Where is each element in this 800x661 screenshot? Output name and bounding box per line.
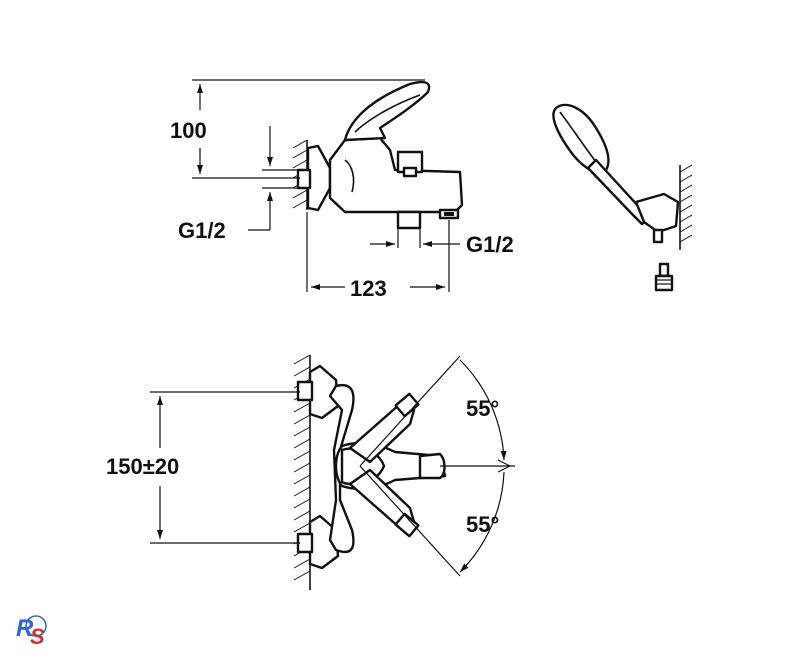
top-spout bbox=[418, 452, 446, 480]
top-connector-upper bbox=[296, 380, 314, 402]
side-shower-outlet-fill bbox=[444, 212, 454, 216]
logo-r: R bbox=[16, 615, 34, 642]
dim-100-label: 100 bbox=[170, 118, 207, 143]
wall-hatch-shower bbox=[679, 164, 693, 250]
dim-g12-left-label: G1/2 bbox=[178, 218, 226, 243]
dim-123-label: 123 bbox=[350, 276, 387, 301]
angle-tick-lower bbox=[497, 465, 511, 473]
top-body-pipe bbox=[328, 383, 355, 554]
side-connector bbox=[296, 168, 312, 190]
logo-circle bbox=[25, 615, 47, 637]
side-outlet bbox=[396, 210, 422, 230]
rs-logo: R S bbox=[16, 615, 47, 649]
logo-s: S bbox=[30, 624, 45, 649]
side-lever bbox=[343, 80, 431, 142]
dim-150-label: 150±20 bbox=[106, 454, 179, 479]
top-lever-lower bbox=[348, 468, 416, 530]
top-lever-upper bbox=[348, 402, 416, 464]
screw-shank bbox=[658, 262, 670, 278]
hand-shower-head-detail bbox=[559, 111, 597, 163]
side-body bbox=[328, 136, 464, 214]
angle-arc-lower bbox=[459, 471, 505, 573]
angle-lower-label: 55° bbox=[466, 512, 499, 537]
angle-upper-label: 55° bbox=[466, 396, 499, 421]
hand-shower-view bbox=[552, 103, 693, 292]
hand-shower-holder bbox=[634, 192, 680, 234]
side-escutcheon bbox=[306, 144, 332, 212]
side-body-detail bbox=[344, 159, 355, 193]
angle-line-upper bbox=[359, 355, 461, 467]
top-connector-lower bbox=[296, 532, 314, 554]
top-view: 55° 55° 150±20 bbox=[106, 354, 515, 590]
hand-shower-hose-stub bbox=[652, 228, 664, 244]
side-lever-detail bbox=[354, 94, 421, 133]
screw-head bbox=[654, 274, 674, 292]
side-diverter-stem bbox=[402, 166, 418, 178]
side-view: 100 G1/2 G1/2 123 bbox=[170, 79, 514, 301]
dim-g12-right-label: G1/2 bbox=[466, 232, 514, 257]
angle-arc-upper bbox=[459, 359, 507, 461]
top-lever-upper-tip bbox=[394, 392, 420, 418]
top-lever-lower-tip bbox=[394, 512, 420, 538]
angle-line-lower bbox=[359, 465, 461, 577]
angle-tick-upper bbox=[497, 459, 511, 467]
